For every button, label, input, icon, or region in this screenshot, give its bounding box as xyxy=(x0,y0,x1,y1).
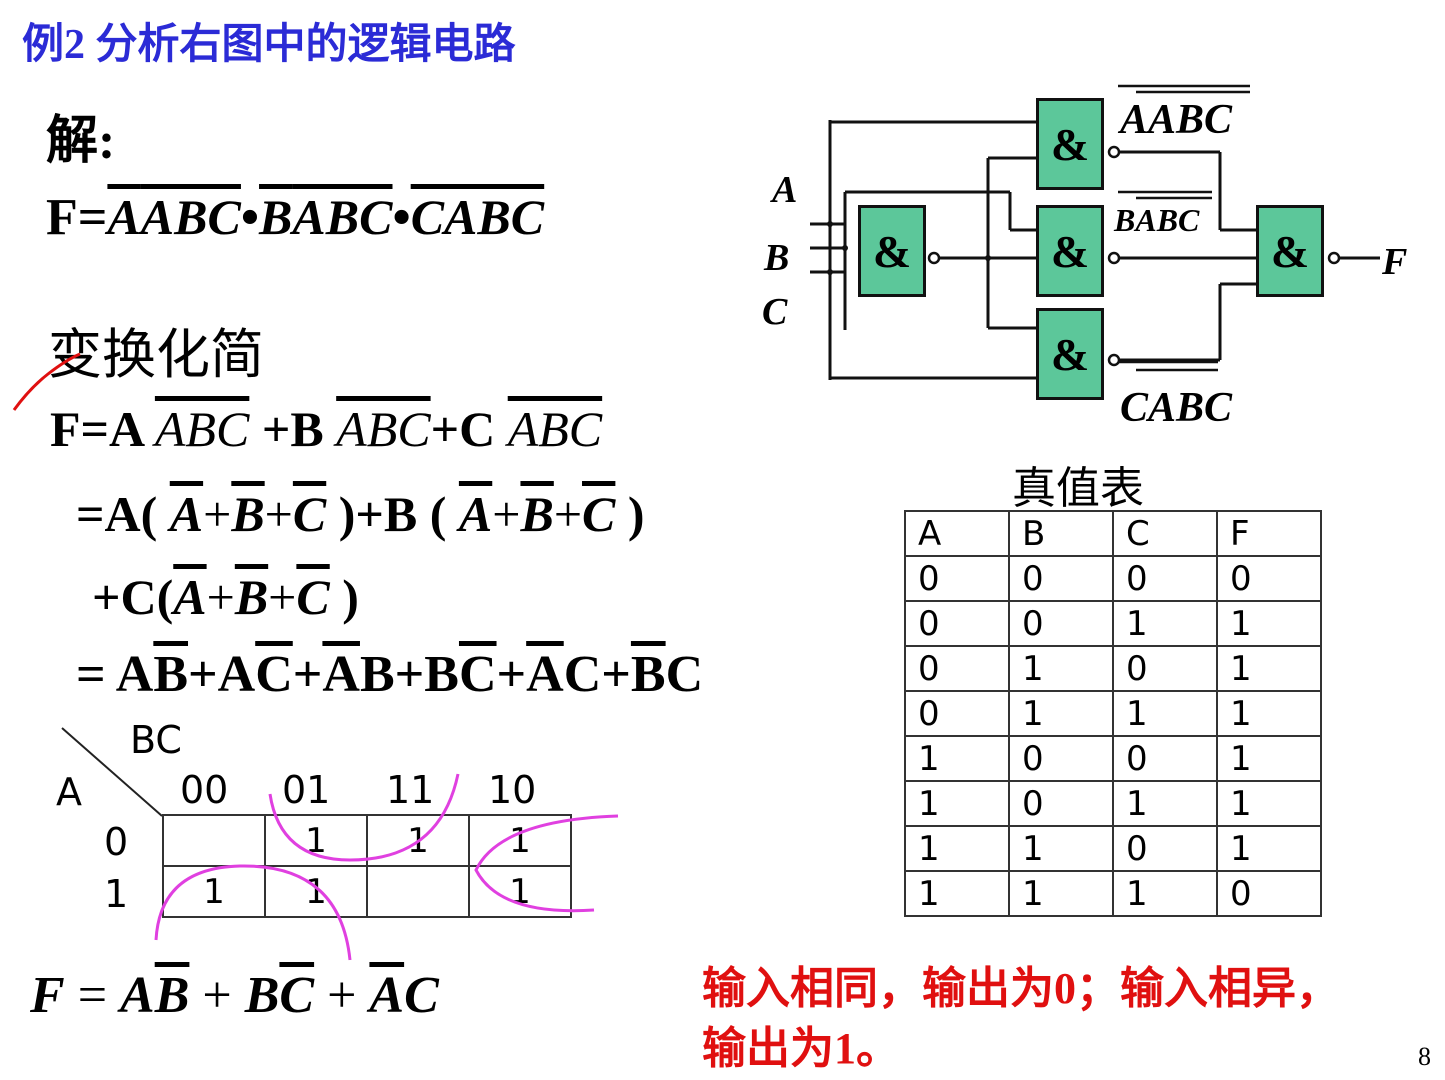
nand-gate-3: & xyxy=(1036,205,1104,297)
conclusion-line-2: 输出为1。 xyxy=(702,1024,900,1073)
solution-label: 解: xyxy=(46,113,116,170)
table-cell: 1 xyxy=(1008,645,1114,692)
table-cell: 1 xyxy=(904,735,1010,782)
table-cell: 0 xyxy=(904,600,1010,647)
table-cell: 0 xyxy=(1112,645,1218,692)
kmap-row-var: A xyxy=(56,770,82,814)
conclusion-line-1: 输入相同，输出为0；输入相异， xyxy=(702,964,1340,1013)
simplify-heading: 变换化简 xyxy=(48,325,264,385)
table-cell: 0 xyxy=(1008,555,1114,602)
kmap-cell xyxy=(162,814,266,867)
column-header: B xyxy=(1008,510,1114,557)
table-header-row: A B C F xyxy=(904,510,1322,557)
table-cell: 1 xyxy=(1008,690,1114,737)
logic-circuit xyxy=(810,84,1380,380)
gate-label-bot: CABC xyxy=(1120,385,1233,431)
table-cell: 1 xyxy=(1216,600,1322,647)
kmap-cell: 1 xyxy=(264,865,368,918)
table-cell: 1 xyxy=(904,825,1010,872)
table-cell: 0 xyxy=(1008,600,1114,647)
slide-title: 例2 分析右图中的逻辑电路 xyxy=(22,22,516,68)
red-pen-mark xyxy=(12,352,81,411)
table-cell: 1 xyxy=(904,870,1010,917)
table-cell: 1 xyxy=(1008,870,1114,917)
kmap-cell: 1 xyxy=(264,814,368,867)
nand-gate-1: & xyxy=(858,205,926,297)
table-cell: 1 xyxy=(1216,690,1322,737)
table-cell: 0 xyxy=(904,555,1010,602)
input-label-c: C xyxy=(762,291,788,333)
gate-label-mid: BABC xyxy=(1114,202,1200,238)
table-cell: 0 xyxy=(1008,780,1114,827)
kmap-col-label: 10 xyxy=(488,768,537,812)
table-cell: 0 xyxy=(1112,825,1218,872)
f-prefix: F= xyxy=(46,189,108,246)
column-header: F xyxy=(1216,510,1322,557)
table-cell: 0 xyxy=(904,645,1010,692)
kmap-diagonal xyxy=(61,727,163,817)
original-expression: F=AABC•BABC•CABC xyxy=(46,188,544,247)
step-1: F=A ABC +B ABC+C ABC xyxy=(50,401,603,457)
column-header: A xyxy=(904,510,1010,557)
page-number: 8 xyxy=(1418,1042,1431,1071)
table-cell: 1 xyxy=(1008,825,1114,872)
kmap-col-label: 11 xyxy=(386,768,435,812)
truth-table-title: 真值表 xyxy=(1012,464,1144,513)
kmap-loops xyxy=(154,773,619,961)
step-4: = AB+AC+AB+BC+AC+BC xyxy=(76,646,704,703)
f-dot-1: • xyxy=(240,189,260,246)
input-label-a: A xyxy=(772,169,798,211)
step-3: +C(A+B+C ) xyxy=(92,569,359,625)
column-header: C xyxy=(1112,510,1218,557)
loop-ac xyxy=(474,814,619,913)
table-cell: 0 xyxy=(1112,735,1218,782)
final-expression: F = AB + BC + AC xyxy=(30,967,439,1024)
table-cell: 1 xyxy=(1216,735,1322,782)
loop-bc xyxy=(268,773,460,862)
table-cell: 1 xyxy=(1112,870,1218,917)
table-cell: 1 xyxy=(1216,645,1322,692)
output-label-f: F xyxy=(1382,241,1408,283)
table-cell: 0 xyxy=(1216,555,1322,602)
kmap-row-label: 1 xyxy=(104,872,129,916)
f-term-3: CABC xyxy=(410,189,545,245)
f-term-2: BABC xyxy=(259,189,393,245)
karnaugh-map: 1 1 1 1 1 1 xyxy=(162,814,572,918)
kmap-row-label: 0 xyxy=(104,820,129,864)
kmap-cell: 1 xyxy=(162,865,266,918)
kmap-col-label: 01 xyxy=(282,768,331,812)
table-cell: 1 xyxy=(1112,600,1218,647)
table-cell: 1 xyxy=(1216,825,1322,872)
table-cell: 0 xyxy=(1112,555,1218,602)
input-label-b: B xyxy=(764,237,790,279)
gate-label-top: AABC xyxy=(1120,97,1233,143)
nand-gate-output: & xyxy=(1256,205,1324,297)
f-dot-2: • xyxy=(392,189,411,246)
table-cell: 1 xyxy=(1216,780,1322,827)
table-cell: 0 xyxy=(1008,735,1114,782)
nand-gate-2: & xyxy=(1036,98,1104,190)
step-2: =A( A+B+C )+B ( A+B+C ) xyxy=(76,486,645,542)
table-cell: 1 xyxy=(1112,690,1218,737)
table-cell: 1 xyxy=(904,780,1010,827)
kmap-cell xyxy=(366,865,470,918)
table-cell: 0 xyxy=(904,690,1010,737)
kmap-col-var: BC xyxy=(130,718,182,762)
f-term-1: AABC xyxy=(107,189,241,245)
loop-ab xyxy=(154,864,352,961)
nand-gate-4: & xyxy=(1036,308,1104,400)
table-cell: 1 xyxy=(1112,780,1218,827)
table-cell: 0 xyxy=(1216,870,1322,917)
kmap-col-label: 00 xyxy=(180,768,229,812)
